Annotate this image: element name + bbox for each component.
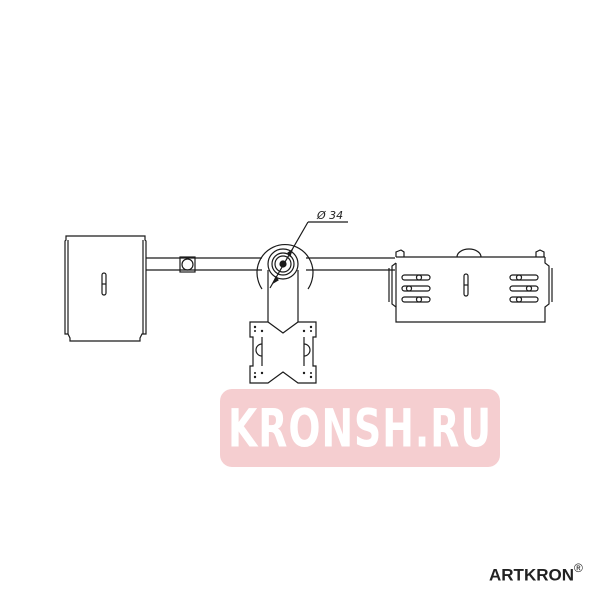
right-slots [509,274,539,303]
dimension-leader [269,221,348,289]
vesa-plate [249,321,317,384]
watermark-banner: KRONSH.RU [220,389,500,467]
watermark-text: KRONSH.RU [227,397,493,459]
left-slots [401,274,431,303]
brand-logo: ARTKRON® [489,561,583,586]
brand-name: ARTKRON [489,565,574,585]
right-monitor-bracket [388,248,553,323]
arm-clamp [179,256,196,273]
diameter-dimension-label: Ø 34 [316,209,343,222]
arm-bar [146,257,395,271]
left-monitor-plate [64,235,147,342]
registered-mark-icon: ® [574,561,583,575]
center-pivot [256,243,314,322]
